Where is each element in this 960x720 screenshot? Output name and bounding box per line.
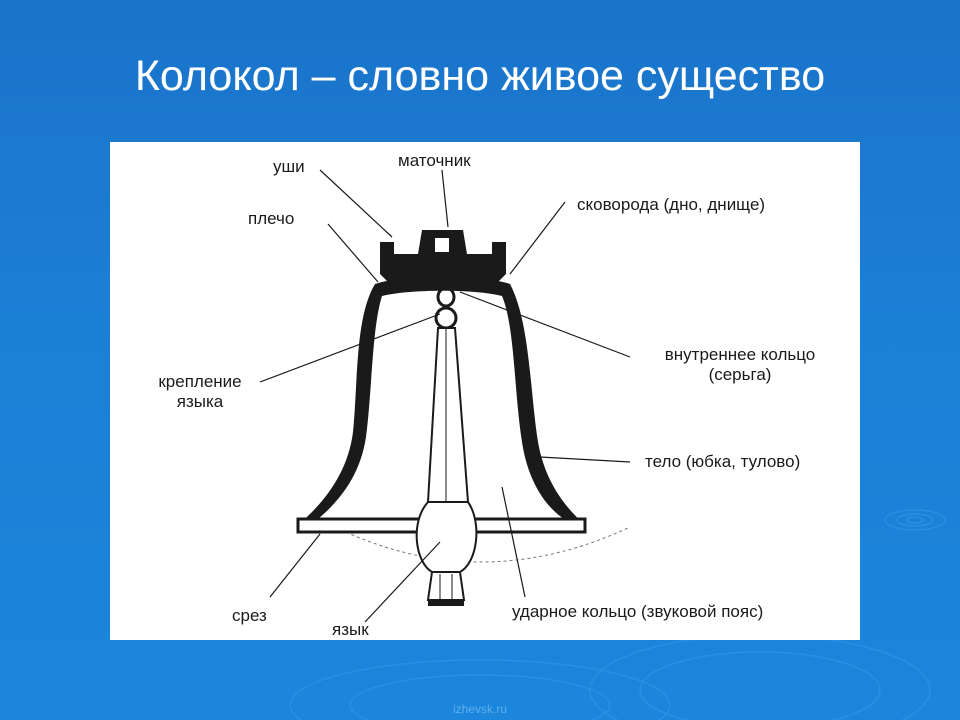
leader-clapper-mount	[259, 313, 441, 383]
leader-clapper	[364, 541, 441, 623]
label-clapper-mount-line2: языка	[176, 392, 224, 411]
leader-body	[539, 456, 631, 463]
label-clapper-mount-line1: крепление	[158, 372, 242, 391]
leader-inner-ring	[459, 291, 631, 358]
label-inner-ring-line2: (серьга)	[708, 365, 772, 384]
inner-ring	[436, 286, 456, 308]
leader-sound-bow	[501, 486, 526, 598]
clapper-mount	[434, 306, 458, 330]
bell-diagram-panel: уши маточник плечо сковорода (дно, днище…	[110, 142, 860, 640]
clapper-flight	[426, 571, 466, 601]
leader-lines	[259, 169, 631, 623]
label-inner-ring: внутреннее кольцо (серьга)	[630, 345, 850, 385]
bell-crown-window	[435, 238, 449, 252]
label-ears: уши	[273, 157, 305, 176]
clapper-ball	[415, 501, 478, 573]
bell-diagram	[259, 169, 631, 623]
sound-bow-arc	[334, 526, 631, 563]
slide-title: Колокол – словно живое существо	[134, 52, 826, 100]
leader-crown	[441, 169, 449, 228]
leader-shoulder	[327, 223, 379, 283]
bell-crown	[380, 230, 506, 284]
label-shoulder: плечо	[248, 209, 295, 228]
label-lip: срез	[232, 606, 267, 625]
label-clapper-mount: крепление языка	[140, 372, 260, 412]
label-clapper: язык	[332, 620, 369, 639]
label-crown: маточник	[398, 151, 471, 170]
footer-credit: izhevsk.ru	[452, 702, 508, 716]
leader-ears	[319, 169, 393, 238]
label-sound-bow: ударное кольцо (звуковой пояс)	[512, 602, 764, 621]
leader-head	[509, 201, 566, 275]
label-head: сковорода (дно, днище)	[577, 195, 766, 214]
leader-lip	[269, 533, 321, 598]
clapper-shaft	[426, 327, 470, 503]
label-inner-ring-line1: внутреннее кольцо	[664, 345, 816, 364]
label-body: тело (юбка, тулово)	[645, 452, 801, 471]
bell-ears	[383, 242, 503, 274]
